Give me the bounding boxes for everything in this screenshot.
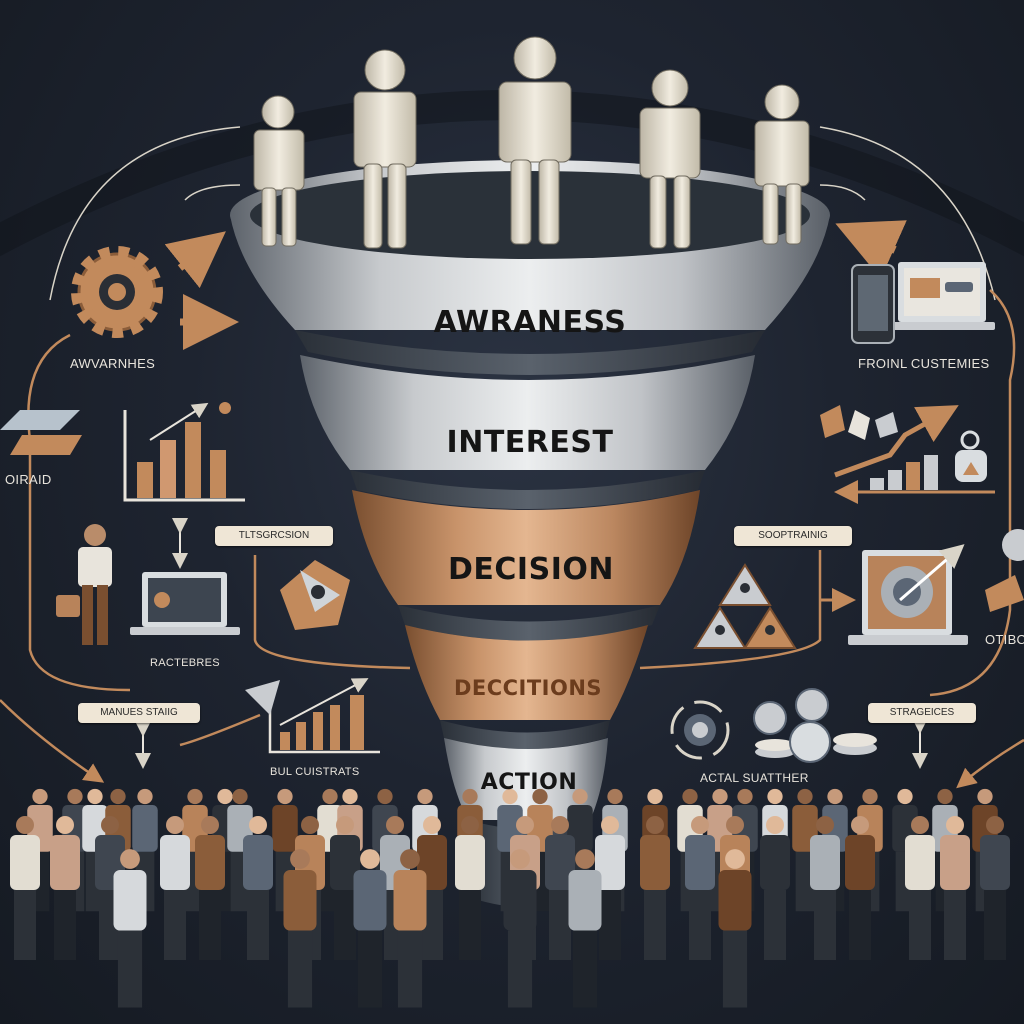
rim-figures bbox=[253, 36, 810, 249]
left-label-middle: OIRAID bbox=[5, 472, 52, 487]
connector-left-bottom bbox=[0, 699, 105, 783]
funnel-gap-1 bbox=[295, 330, 765, 375]
cycle-icon bbox=[670, 700, 730, 760]
crowd-person bbox=[568, 849, 602, 1008]
funnel-band-decision bbox=[352, 490, 700, 605]
connector-right-loop bbox=[929, 289, 1016, 697]
arrow-up-right-icon bbox=[164, 231, 226, 289]
crowd-person bbox=[718, 849, 752, 1008]
connector-top-left bbox=[49, 126, 241, 301]
crowd-person bbox=[640, 816, 670, 960]
connector-lines bbox=[0, 126, 1024, 789]
funnel-gap-3 bbox=[398, 605, 660, 641]
crowd-person bbox=[353, 849, 387, 1008]
crowd-person bbox=[980, 816, 1010, 960]
coins-icon bbox=[753, 688, 877, 763]
crowd-person bbox=[160, 816, 190, 960]
funnel-band-interest bbox=[300, 355, 755, 470]
crowd bbox=[10, 788, 1010, 1008]
funnel-band-action bbox=[444, 738, 608, 820]
handshake-icon bbox=[985, 529, 1024, 612]
crowd-person bbox=[810, 816, 840, 960]
user-triangles-icon bbox=[693, 563, 797, 649]
growth-chart-icon bbox=[245, 678, 380, 754]
laptop-icon-left bbox=[130, 572, 240, 635]
left-tag-bottom: MANUES STAIIG bbox=[78, 703, 200, 723]
stage-label-awareness: AWRANESS bbox=[433, 305, 627, 340]
crowd-person bbox=[330, 816, 360, 960]
arrow-up-left-icon bbox=[835, 220, 907, 279]
left-label-top: AWVARNHES bbox=[70, 356, 156, 371]
crowd-person bbox=[545, 816, 575, 960]
crowd-person bbox=[905, 816, 935, 960]
gear-icon bbox=[71, 246, 163, 338]
bar-chart-icon bbox=[123, 402, 245, 502]
connector-right-bottom bbox=[956, 738, 1024, 789]
shopper-figure bbox=[56, 524, 112, 645]
funnel-gap-4 bbox=[440, 720, 610, 749]
crowd-person bbox=[417, 816, 447, 960]
funnel-band-awareness bbox=[230, 215, 830, 330]
stage-label-decisions: DECCITIONS bbox=[453, 676, 603, 700]
crowd-person bbox=[195, 816, 225, 960]
crowd-person bbox=[283, 849, 317, 1008]
right-tag-bottom: STRAGEICES bbox=[868, 703, 976, 723]
crowd-person bbox=[10, 816, 40, 960]
crowd-person bbox=[113, 849, 147, 1008]
crowd-person bbox=[455, 816, 485, 960]
stage-label-decision: DECISION bbox=[448, 552, 614, 587]
connector-left-chart bbox=[179, 713, 261, 747]
lock-badge-icon bbox=[955, 430, 987, 482]
figure-3 bbox=[498, 36, 572, 245]
figure-1 bbox=[253, 95, 305, 247]
crowd-person bbox=[243, 816, 273, 960]
growth-arrow-icon bbox=[820, 405, 995, 504]
stage-label-action: ACTION bbox=[480, 770, 578, 795]
crowd-person bbox=[595, 816, 625, 960]
figure-2 bbox=[353, 49, 417, 249]
right-label-middle: OTIBC bbox=[985, 632, 1024, 647]
crowd-person bbox=[50, 816, 80, 960]
right-label-bottom: ACTAL SUATTHER bbox=[700, 771, 809, 785]
funnel-gap-2 bbox=[350, 470, 705, 509]
connector-left-mid bbox=[253, 555, 411, 670]
left-label-bottom: BUL CUISTRATS bbox=[270, 766, 360, 778]
left-tag-top: TLTSGRCSION bbox=[215, 526, 333, 546]
crowd-person bbox=[503, 849, 537, 1008]
crowd-person bbox=[760, 816, 790, 960]
document-icon bbox=[0, 410, 82, 455]
figure-4 bbox=[639, 69, 701, 249]
funnel-band-decisions bbox=[405, 625, 648, 720]
connector-top-right-2 bbox=[819, 184, 866, 201]
right-tag-top: SOOPTRAINIG bbox=[734, 526, 852, 546]
connector-top-left-2 bbox=[184, 184, 241, 201]
connector-left-loop bbox=[27, 333, 131, 692]
right-label-top: FROINL CUSTEMIES bbox=[858, 356, 990, 371]
crowd-person bbox=[845, 816, 875, 960]
laptop-icon-right bbox=[848, 544, 968, 645]
figure-5 bbox=[754, 84, 810, 245]
connector-right-mid bbox=[639, 550, 822, 670]
people-network-icon bbox=[280, 560, 350, 630]
crowd-person bbox=[940, 816, 970, 960]
stage-label-interest: INTEREST bbox=[446, 425, 614, 460]
devices-icon bbox=[851, 262, 995, 344]
left-label-lower: RACTEBRES bbox=[150, 657, 220, 669]
crowd-person bbox=[393, 849, 427, 1008]
crowd-person bbox=[685, 816, 715, 960]
